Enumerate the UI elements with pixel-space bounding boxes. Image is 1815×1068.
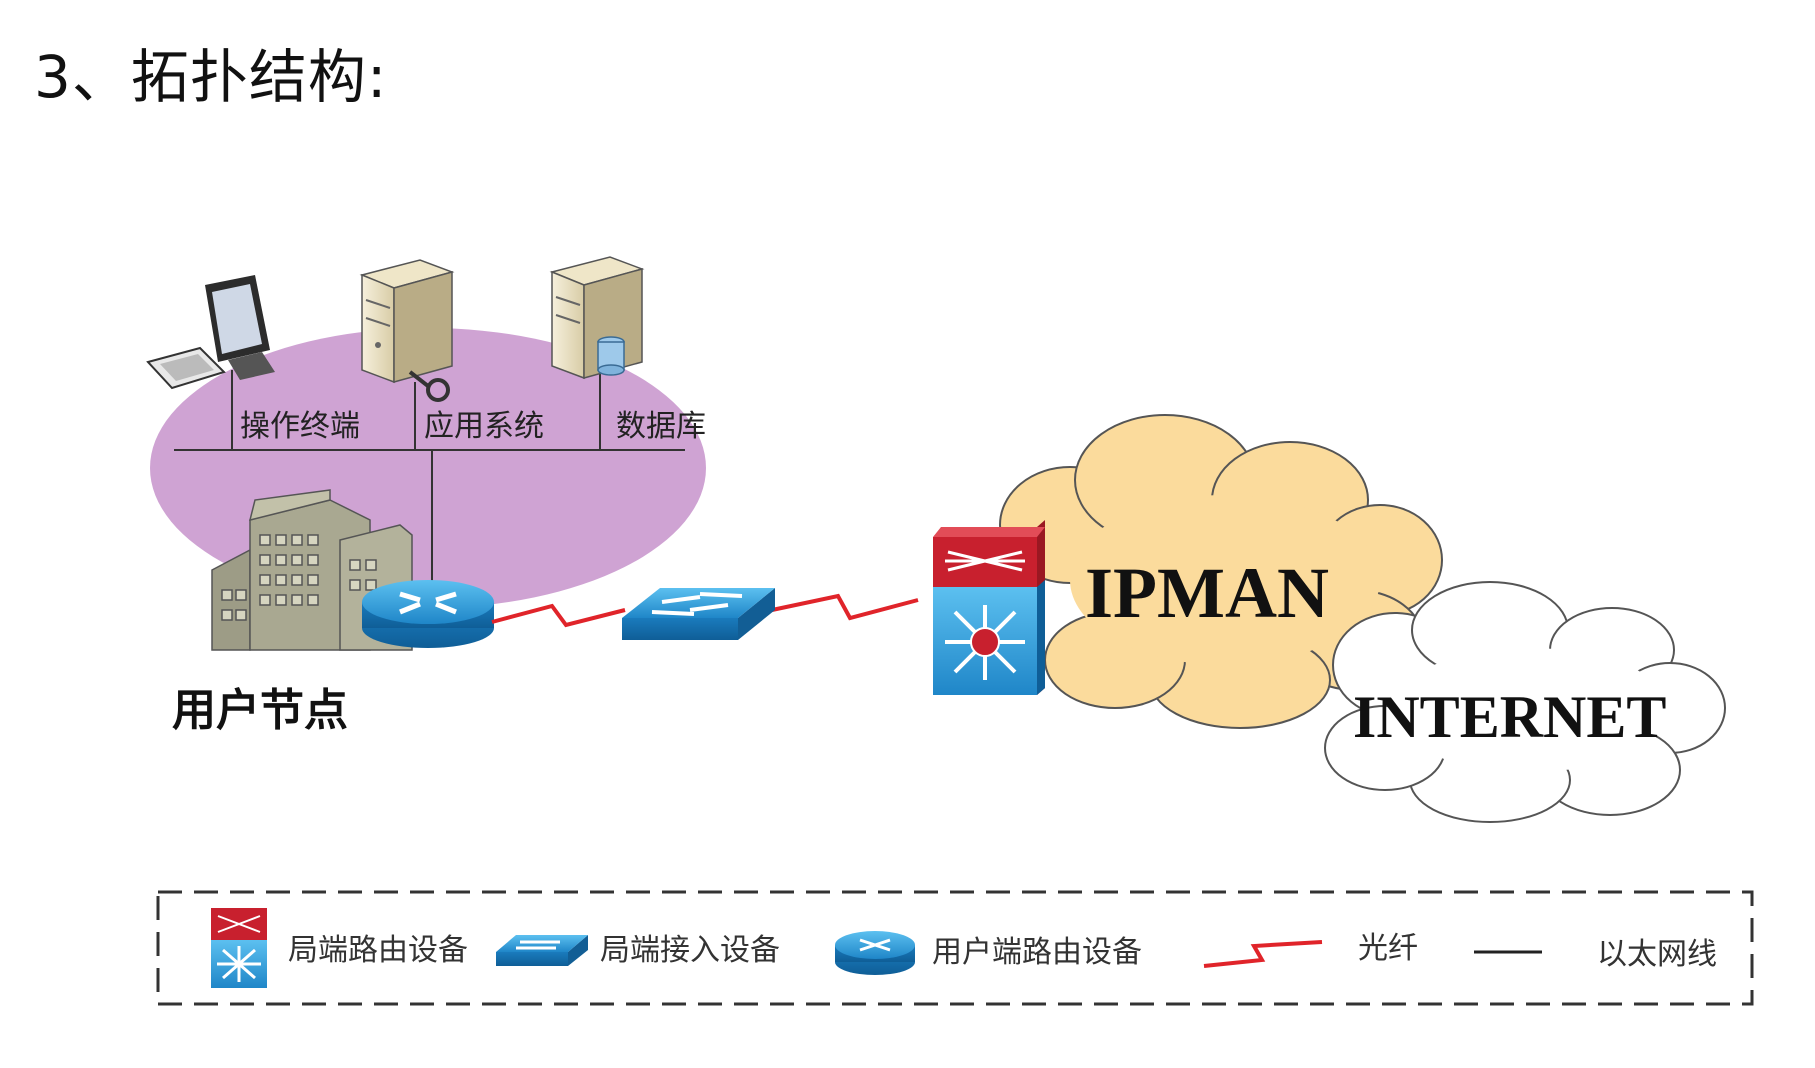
label-terminal: 操作终端 [240,409,360,444]
fiber-link-user-access [491,603,626,628]
legend-access-switch-label: 局端接入设备 [600,933,780,968]
label-app-system: 应用系统 [424,409,544,444]
user-router-icon [362,580,494,648]
page-heading: 3、拓扑结构: [34,43,388,111]
local-router-icon [933,520,1045,695]
internet-label: INTERNET [1353,684,1666,750]
legend-local-router-label: 局端路由设备 [288,933,468,968]
legend-fiber-label: 光纤 [1358,931,1418,966]
user-node-label: 用户节点 [172,685,348,736]
app-server-icon [359,259,455,402]
legend-local-router-icon [211,908,267,988]
legend-access-switch-icon [496,935,588,966]
access-switch-icon [622,588,775,640]
legend-user-router-label: 用户端路由设备 [932,935,1142,970]
database-server-icon [549,256,645,380]
legend-user-router-icon [835,931,915,975]
label-database: 数据库 [616,409,706,444]
internet-cloud [1324,581,1726,823]
fiber-link-access-local [771,593,919,621]
ipman-label: IPMAN [1085,553,1329,633]
legend-fiber-line [1203,940,1323,968]
workstation-icon [146,275,275,390]
legend-ethernet-label: 以太网线 [1597,937,1717,972]
legend-box [156,890,1754,1006]
lan-bus [174,370,685,600]
